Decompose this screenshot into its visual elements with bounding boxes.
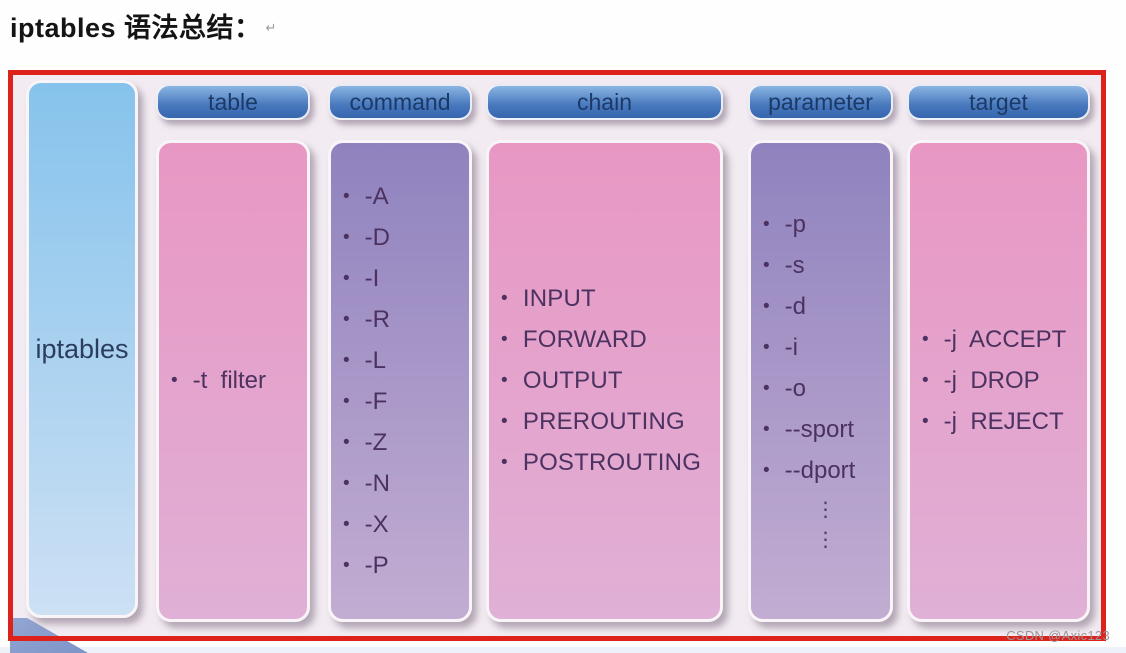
command-item: -D	[341, 224, 469, 252]
parameter-item: -s	[761, 252, 890, 280]
column-header-parameter: parameter	[748, 84, 893, 120]
parameter-item: --sport	[761, 416, 890, 444]
command-item: -R	[341, 306, 469, 334]
paragraph-mark-icon: ↵	[265, 20, 277, 35]
command-items: -A -D -I -R -L -F -Z -N -X -P	[341, 183, 469, 580]
title-row: iptables 语法总结： ↵	[10, 6, 276, 45]
ellipsis-icon: ⋮	[815, 499, 836, 521]
page-title: iptables 语法总结：	[10, 13, 262, 43]
column-header-target: target	[907, 84, 1090, 120]
parameter-item: -o	[761, 375, 890, 403]
target-item: -j REJECT	[920, 408, 1087, 436]
command-item: -P	[341, 552, 469, 580]
target-item: -j ACCEPT	[920, 326, 1087, 354]
parameter-item: --dport	[761, 457, 890, 485]
column-body-command: -A -D -I -R -L -F -Z -N -X -P	[328, 140, 472, 622]
command-item: -A	[341, 183, 469, 211]
target-item: -j DROP	[920, 367, 1087, 395]
iptables-label: iptables	[35, 333, 129, 364]
command-item: -N	[341, 470, 469, 498]
table-item: -t filter	[169, 367, 307, 395]
column-body-table: -t filter	[156, 140, 310, 622]
command-item: -F	[341, 388, 469, 416]
iptables-box: iptables	[26, 80, 138, 618]
parameter-ellipsis-dots: ⋮⋮	[761, 499, 890, 551]
column-header-command: command	[328, 84, 472, 120]
chain-item: FORWARD	[499, 326, 720, 354]
target-items: -j ACCEPT -j DROP -j REJECT	[920, 326, 1087, 436]
watermark: CSDN @Axic123	[1006, 628, 1110, 643]
bottom-strip	[0, 647, 1126, 653]
ellipsis-icon: ⋮	[815, 529, 836, 551]
chain-items: INPUT FORWARD OUTPUT PREROUTING POSTROUTING	[499, 285, 720, 477]
table-items: -t filter	[169, 367, 307, 395]
chain-item: INPUT	[499, 285, 720, 313]
command-item: -Z	[341, 429, 469, 457]
column-body-chain: INPUT FORWARD OUTPUT PREROUTING POSTROUTING	[486, 140, 723, 622]
chain-item: OUTPUT	[499, 367, 720, 395]
column-body-target: -j ACCEPT -j DROP -j REJECT	[907, 140, 1090, 622]
command-item: -L	[341, 347, 469, 375]
command-item: -I	[341, 265, 469, 293]
parameter-item: -p	[761, 211, 890, 239]
column-header-table: table	[156, 84, 310, 120]
parameter-item: -d	[761, 293, 890, 321]
column-body-parameter: -p-s-d-i-o--sport--dport ⋮⋮	[748, 140, 893, 622]
chain-item: POSTROUTING	[499, 449, 720, 477]
command-item: -X	[341, 511, 469, 539]
column-header-chain: chain	[486, 84, 723, 120]
parameter-item: -i	[761, 334, 890, 362]
chain-item: PREROUTING	[499, 408, 720, 436]
parameter-items: -p -s -d -i -o --sport --dport	[761, 211, 890, 485]
